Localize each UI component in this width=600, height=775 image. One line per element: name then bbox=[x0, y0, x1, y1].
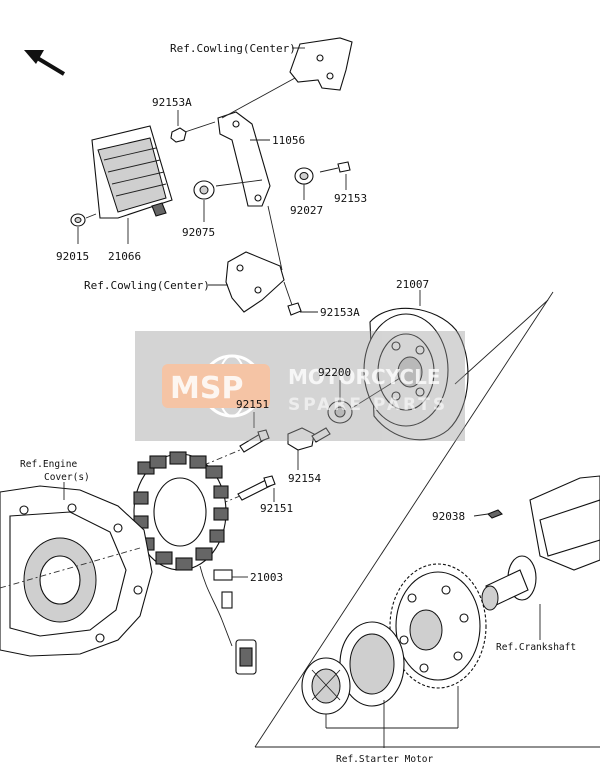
nut-92015 bbox=[70, 213, 86, 227]
watermark-line1: MOTORCYCLE bbox=[288, 365, 440, 389]
ref-cowling-mid-label: Ref.Cowling(Center) bbox=[84, 279, 210, 292]
cowling-bracket-top bbox=[289, 37, 353, 91]
frame-lines bbox=[254, 291, 600, 748]
watermark-line2: SPARE PARTS bbox=[288, 395, 448, 415]
part-label-21066: 21066 bbox=[108, 250, 141, 263]
bolt-92153A-bottom bbox=[283, 281, 302, 316]
part-label-92200: 92200 bbox=[318, 366, 351, 379]
part-label-92153A-top: 92153A bbox=[152, 96, 192, 109]
starter-ring-plate bbox=[339, 621, 405, 707]
ref-crankshaft-label: Ref.Crankshaft bbox=[496, 642, 576, 653]
starter-clutch-gear bbox=[389, 563, 487, 689]
cowling-bracket-mid bbox=[225, 205, 285, 313]
one-way-clutch bbox=[301, 657, 351, 715]
ref-cowling-top-label: Ref.Cowling(Center) bbox=[170, 42, 296, 55]
ref-starter-motor-label: Ref.Starter Motor bbox=[336, 754, 434, 765]
part-label-21007: 21007 bbox=[396, 278, 429, 291]
watermark-logo: MSP bbox=[170, 371, 243, 406]
ref-engine-cover-label-line1: Ref.Engine bbox=[20, 459, 77, 470]
regulator-21066 bbox=[91, 125, 173, 219]
part-label-92151-upper: 92151 bbox=[236, 398, 269, 411]
part-label-11056: 11056 bbox=[272, 134, 305, 147]
watermark bbox=[135, 331, 465, 441]
key-92200 bbox=[327, 400, 353, 424]
part-label-92027: 92027 bbox=[290, 204, 323, 217]
bracket-11056 bbox=[217, 77, 296, 207]
bolt-92153A-top bbox=[170, 121, 216, 143]
grommet-92075 bbox=[193, 180, 215, 200]
part-label-92075: 92075 bbox=[182, 226, 215, 239]
grommet-92027 bbox=[294, 167, 314, 185]
part-label-92015: 92015 bbox=[56, 250, 89, 263]
part-label-92151-lower: 92151 bbox=[260, 502, 293, 515]
crankshaft bbox=[481, 475, 600, 611]
part-label-92038: 92038 bbox=[432, 510, 465, 523]
bolt-92151-upper bbox=[177, 429, 270, 477]
watermark-logo-box bbox=[162, 364, 270, 408]
stator-21003 bbox=[133, 451, 257, 675]
bolt-92153 bbox=[319, 161, 351, 173]
rotor-21007 bbox=[363, 307, 469, 441]
engine-cover bbox=[0, 485, 153, 657]
part-label-92154: 92154 bbox=[288, 472, 321, 485]
part-label-92153: 92153 bbox=[334, 192, 367, 205]
ref-engine-cover-label-line2: Cover(s) bbox=[44, 472, 90, 483]
bolt-92154 bbox=[287, 427, 331, 451]
woodruff-key-92038 bbox=[487, 509, 503, 519]
part-label-21003: 21003 bbox=[250, 571, 283, 584]
front-arrow-icon bbox=[24, 50, 66, 76]
part-label-92153A-bottom: 92153A bbox=[320, 306, 360, 319]
